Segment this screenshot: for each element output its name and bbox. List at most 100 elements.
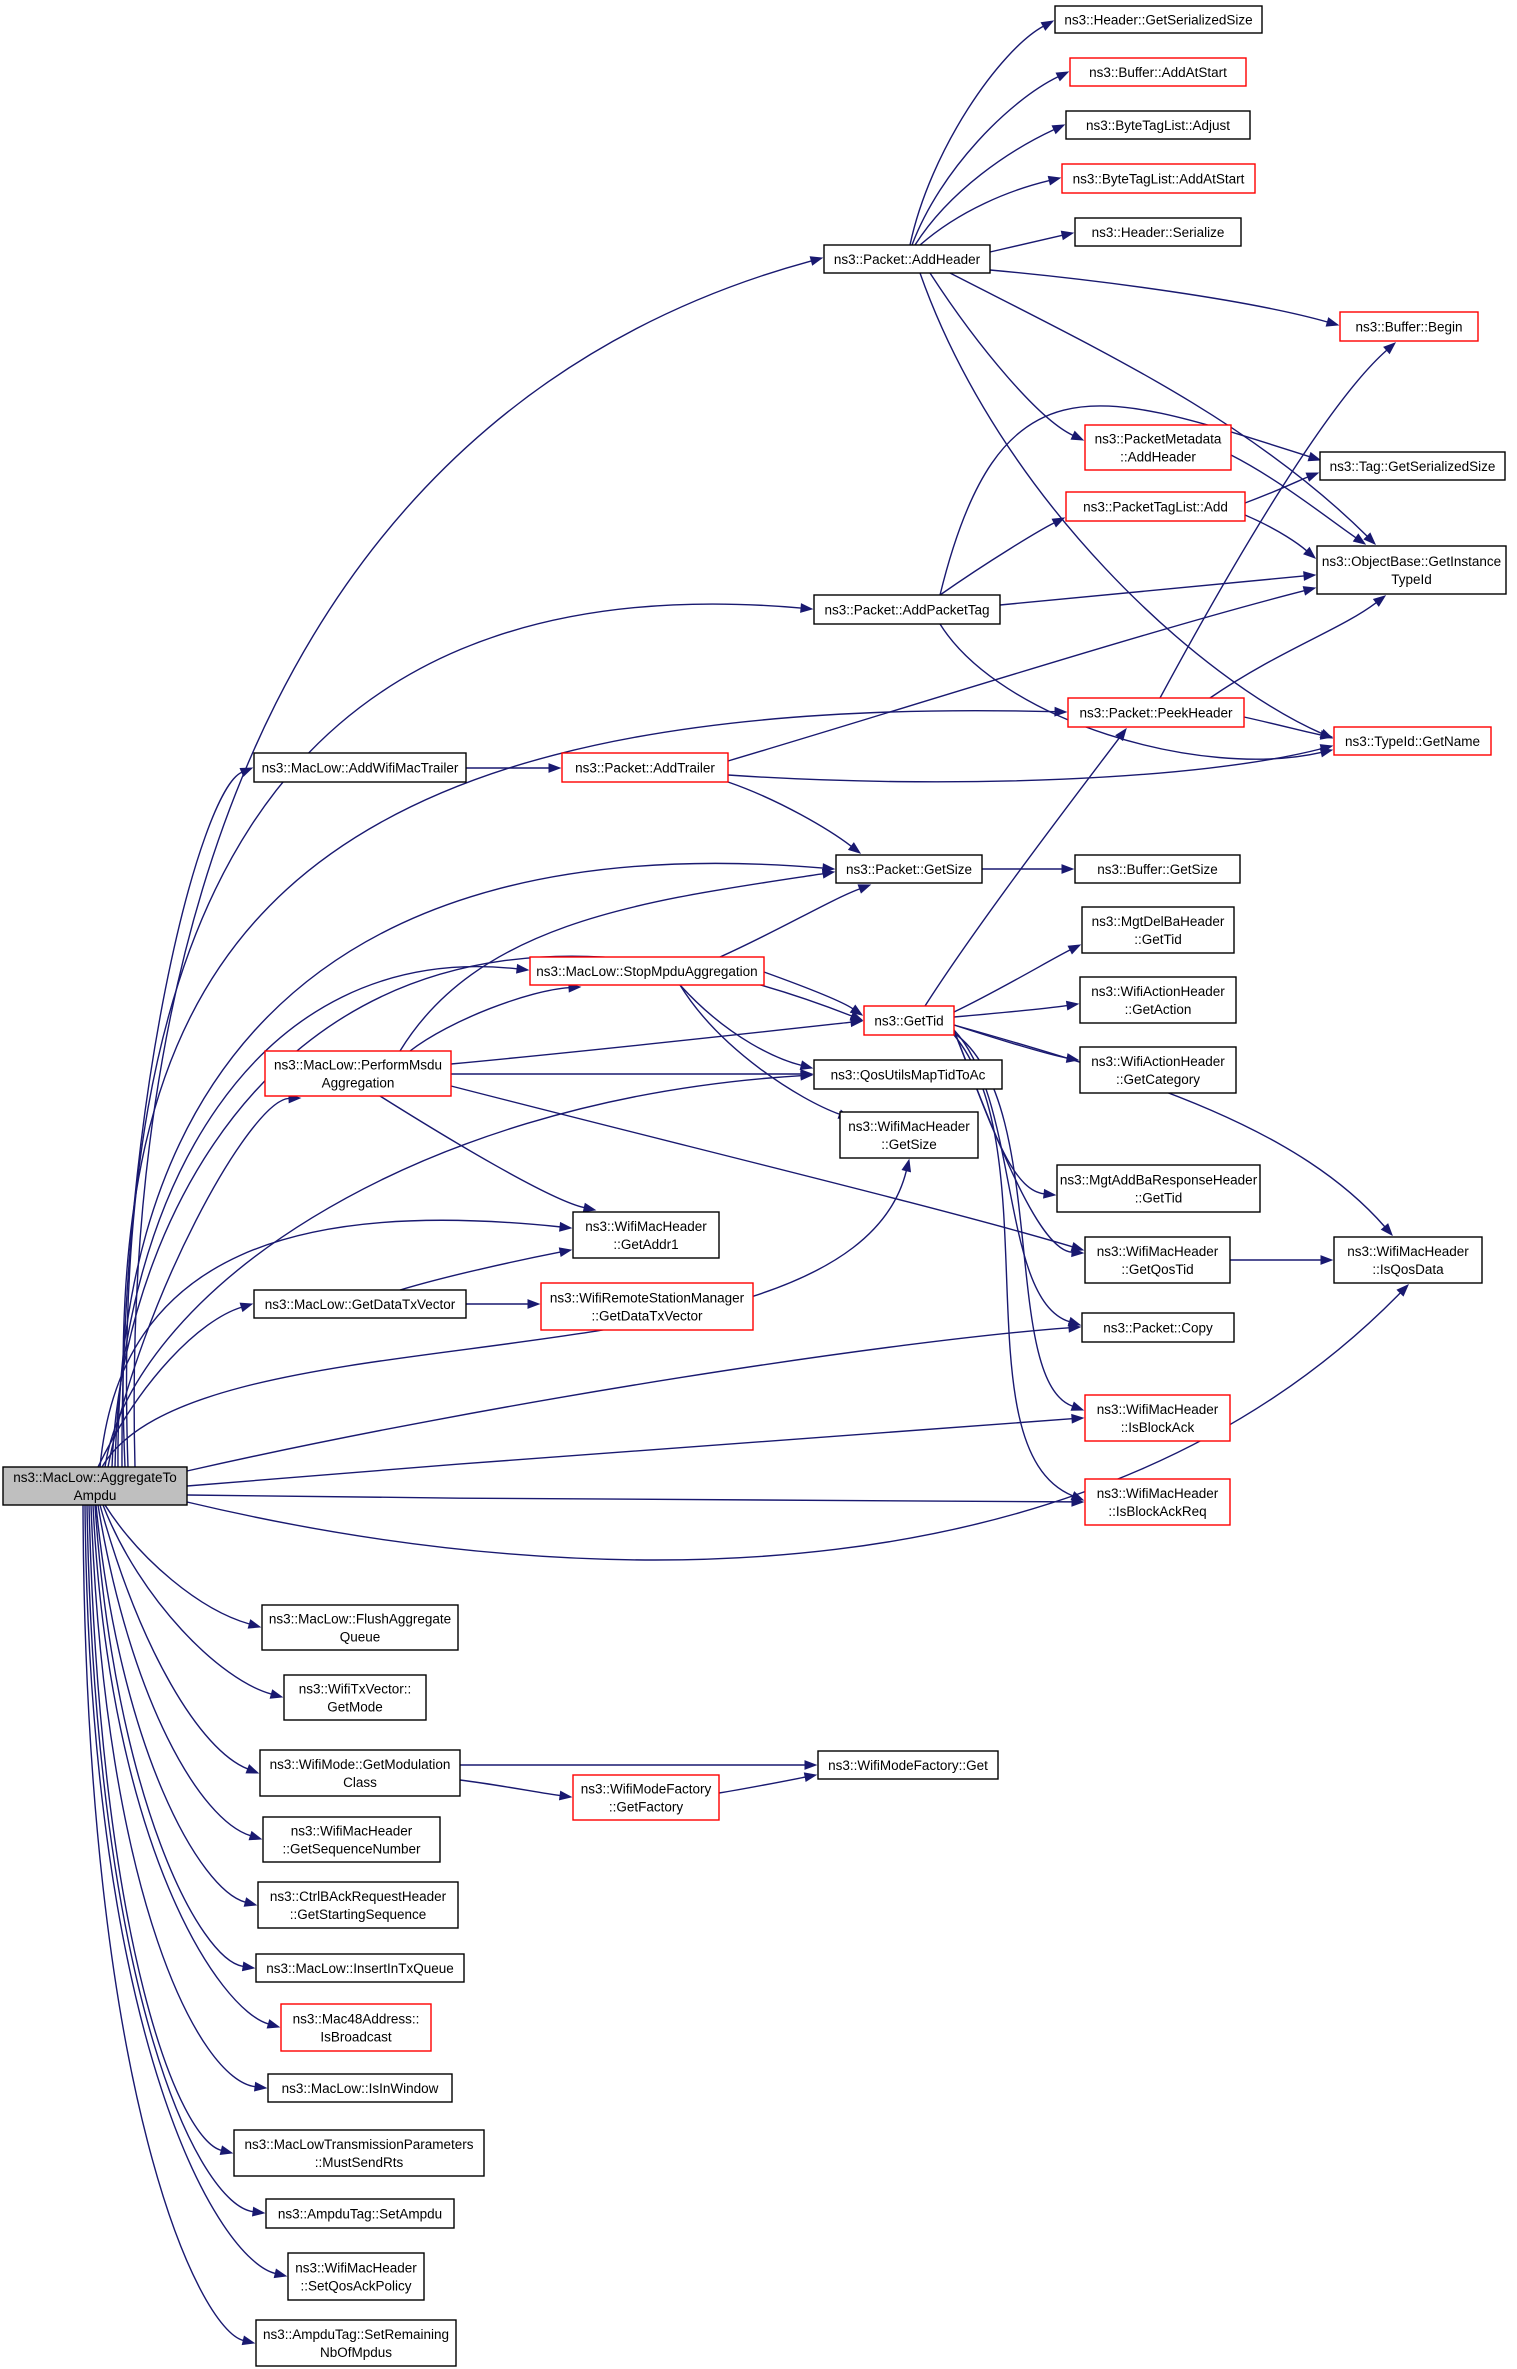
node-label: ns3::MgtDelBaHeader (1092, 914, 1225, 929)
node-wmh_getsize[interactable]: ns3::WifiMacHeader::GetSize (839, 1111, 979, 1159)
node-wmh_getaddr1[interactable]: ns3::WifiMacHeader::GetAddr1 (572, 1211, 720, 1259)
node-wtxv_getmode[interactable]: ns3::WifiTxVector::GetMode (283, 1674, 427, 1721)
node-buf_begin[interactable]: ns3::Buffer::Begin (1339, 311, 1479, 342)
node-label: ::IsQosData (1372, 1262, 1444, 1277)
node-box (1081, 906, 1235, 954)
node-buf_getsize[interactable]: ns3::Buffer::GetSize (1074, 854, 1241, 884)
node-hdr_getsersize[interactable]: ns3::Header::GetSerializedSize (1054, 5, 1263, 34)
edge-arrowhead (239, 1302, 254, 1313)
edge-root-to-wmh_isblockackreq (186, 1494, 1085, 1507)
node-label: ns3::Buffer::Begin (1355, 320, 1462, 335)
node-box (1319, 451, 1506, 481)
edge-line (122, 710, 1056, 1468)
node-typeid_getname[interactable]: ns3::TypeId::GetName (1333, 726, 1492, 756)
node-box (1061, 163, 1256, 194)
node-qosutils[interactable]: ns3::QosUtilsMapTidToAc (813, 1059, 1003, 1090)
node-btl_addatstart[interactable]: ns3::ByteTagList::AddAtStart (1061, 163, 1256, 194)
edge-arrowhead (1065, 1000, 1080, 1011)
edge-line (679, 984, 840, 1115)
edge-root-to-wtxv_getmode (102, 1504, 284, 1699)
node-pkt_peekheader[interactable]: ns3::Packet::PeekHeader (1067, 697, 1245, 728)
node-box (561, 752, 729, 783)
edge-arrowhead (1320, 1255, 1334, 1265)
node-box (1065, 491, 1246, 522)
edge-ml_performmsdu-to-qosutils (451, 1069, 814, 1079)
node-ml_insertintxqueue[interactable]: ns3::MacLow::InsertInTxQueue (255, 1953, 465, 1983)
node-ml_addwifimactrailer[interactable]: ns3::MacLow::AddWifiMacTrailer (253, 752, 467, 783)
node-ptl_add[interactable]: ns3::PacketTagList::Add (1065, 491, 1246, 522)
node-pm_addheader[interactable]: ns3::PacketMetadata::AddHeader (1084, 424, 1232, 471)
node-gettid[interactable]: ns3::GetTid (863, 1005, 955, 1036)
node-pkt_addtrailer[interactable]: ns3::Packet::AddTrailer (561, 752, 729, 783)
edge-line (719, 888, 860, 958)
node-mltp_mustsendrts[interactable]: ns3::MacLowTransmissionParameters::MustS… (233, 2129, 485, 2177)
edge-line (92, 1504, 269, 2025)
edge-root-to-qosutils (104, 1070, 814, 1468)
edge-pkt_addpackettag-to-typeid_getname (939, 623, 1334, 760)
edge-arrowhead (1380, 1223, 1393, 1237)
node-wrsm_getdatatxvector[interactable]: ns3::WifiRemoteStationManager::GetDataTx… (540, 1282, 754, 1331)
edge-arrowhead (1396, 1283, 1409, 1297)
node-wah_getcategory[interactable]: ns3::WifiActionHeader::GetCategory (1079, 1046, 1237, 1094)
node-ml_stopmpduagg[interactable]: ns3::MacLow::StopMpduAggregation (529, 956, 765, 986)
node-cbar_getstartseq[interactable]: ns3::CtrlBAckRequestHeader::GetStartingS… (257, 1881, 459, 1929)
edge-root-to-ml_stopmpduagg (114, 963, 530, 1468)
edge-line (679, 984, 802, 1067)
edge-line (1244, 476, 1309, 504)
node-wmh_getqostid[interactable]: ns3::WifiMacHeader::GetQosTid (1084, 1236, 1231, 1284)
node-pkt_getsize[interactable]: ns3::Packet::GetSize (835, 854, 983, 884)
node-wmh_isblockackreq[interactable]: ns3::WifiMacHeader::IsBlockAckReq (1084, 1478, 1231, 1526)
node-pkt_addpackettag[interactable]: ns3::Packet::AddPacketTag (813, 594, 1001, 625)
edge-pkt_peekheader-to-ob_getinstancetypeid (1209, 595, 1387, 699)
edge-arrowhead (1051, 124, 1066, 135)
node-wmh_isblockack[interactable]: ns3::WifiMacHeader::IsBlockAck (1084, 1394, 1231, 1442)
edge-line (399, 1251, 561, 1291)
edge-arrowhead (1047, 175, 1062, 186)
edge-ml_getdatatxvector-to-wrsm_getdatatxvector (466, 1299, 541, 1309)
node-at_setampdu[interactable]: ns3::AmpduTag::SetAmpdu (265, 2198, 455, 2229)
node-label: ns3::MgtAddBaResponseHeader (1060, 1173, 1258, 1188)
edge-arrowhead (1363, 532, 1376, 545)
node-hdr_serialize[interactable]: ns3::Header::Serialize (1074, 217, 1242, 247)
node-wmf_getfactory[interactable]: ns3::WifiModeFactory::GetFactory (572, 1774, 720, 1821)
edge-ptl_add-to-tag_getsersize (1244, 472, 1320, 504)
edge-line (989, 234, 1063, 253)
edge-line (186, 1494, 1073, 1503)
node-wmh_getseqnum[interactable]: ns3::WifiMacHeader::GetSequenceNumber (262, 1816, 441, 1863)
node-ml_getdatatxvector[interactable]: ns3::MacLow::GetDataTxVector (253, 1289, 467, 1319)
node-pkt_addheader[interactable]: ns3::Packet::AddHeader (823, 244, 991, 274)
node-tag_getsersize[interactable]: ns3::Tag::GetSerializedSize (1319, 451, 1506, 481)
node-box (1056, 1164, 1261, 1213)
node-mgtdelba_gettid[interactable]: ns3::MgtDelBaHeader::GetTid (1081, 906, 1235, 954)
node-wmf_get[interactable]: ns3::WifiModeFactory::Get (817, 1750, 999, 1780)
edge-line (114, 966, 518, 1468)
edge-ml_stopmpduagg-to-gettid (763, 971, 864, 1016)
node-label: ns3::WifiMacHeader (1097, 1402, 1219, 1417)
node-box (1065, 110, 1251, 140)
edge-arrowhead (241, 1961, 256, 1972)
node-label: ns3::WifiMacHeader (1097, 1244, 1219, 1259)
node-buf_addatstart[interactable]: ns3::Buffer::AddAtStart (1069, 57, 1247, 87)
node-wmh_setqosackpolicy[interactable]: ns3::WifiMacHeader::SetQosAckPolicy (287, 2252, 425, 2301)
node-btl_adjust[interactable]: ns3::ByteTagList::Adjust (1065, 110, 1251, 140)
edge-arrowhead (582, 1202, 597, 1213)
node-mgtaddba_gettid[interactable]: ns3::MgtAddBaResponseHeader::GetTid (1056, 1164, 1261, 1213)
edge-arrowhead (1305, 472, 1320, 482)
edge-line (82, 1504, 244, 2342)
node-ml_isinwindow[interactable]: ns3::MacLow::IsInWindow (267, 2073, 453, 2103)
edge-line (919, 179, 1050, 246)
node-pkt_copy[interactable]: ns3::Packet::Copy (1081, 1312, 1235, 1343)
node-mac48_isbroadcast[interactable]: ns3::Mac48Address::IsBroadcast (280, 2003, 432, 2052)
edge-root-to-at_setampdu (86, 1504, 266, 2217)
node-wmh_isqosdata[interactable]: ns3::WifiMacHeader::IsQosData (1333, 1236, 1483, 1284)
edge-root-to-pkt_peekheader (122, 706, 1068, 1468)
node-box (1084, 1236, 1231, 1284)
node-wah_getaction[interactable]: ns3::WifiActionHeader::GetAction (1079, 976, 1237, 1024)
node-box (2, 1466, 188, 1506)
